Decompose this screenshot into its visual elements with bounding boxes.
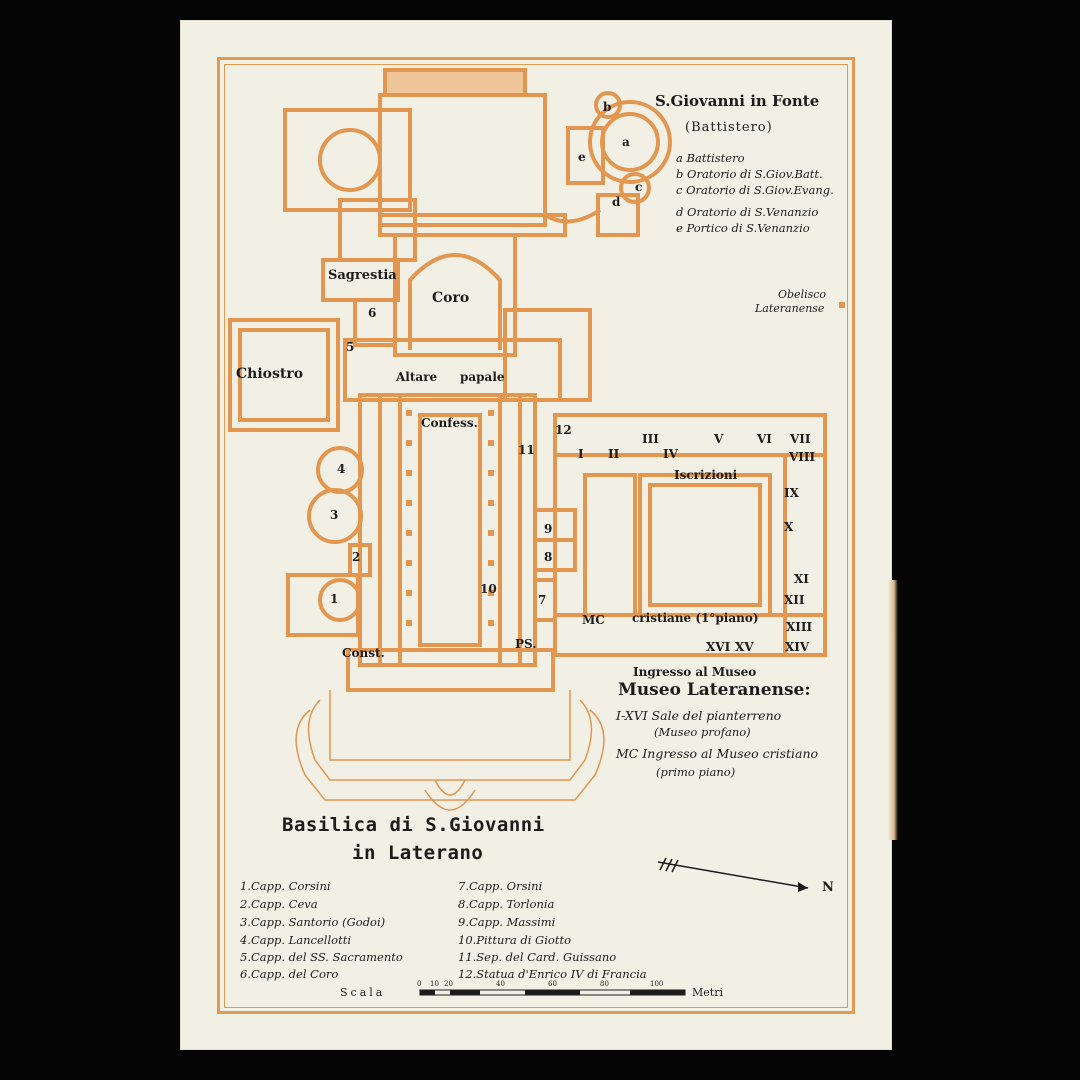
room-number: II bbox=[608, 447, 620, 461]
museo-line: I-XVI Sale del pianterreno bbox=[616, 708, 782, 723]
north-label: N bbox=[822, 880, 834, 895]
map-sheet: S.Giovanni in Fonte (Battistero) a Batti… bbox=[180, 20, 898, 1050]
room-number: XII bbox=[784, 593, 805, 607]
marker-d: d bbox=[612, 195, 621, 209]
label-chiostro: Chiostro bbox=[236, 366, 304, 382]
room-number: XIV bbox=[785, 640, 810, 654]
baptistery-item: c Oratorio di S.Giov.Evang. bbox=[676, 183, 834, 197]
map-frame-inner bbox=[224, 64, 848, 1008]
label-confess: Confess. bbox=[421, 416, 478, 430]
floor-plan bbox=[228, 68, 845, 996]
label-iscrizioni: Iscrizioni bbox=[674, 468, 738, 482]
chapel-number: 12 bbox=[555, 423, 572, 437]
chapel-number: 8 bbox=[544, 550, 553, 564]
room-number: I bbox=[578, 447, 584, 461]
room-number: VII bbox=[790, 432, 811, 446]
room-number: VI bbox=[757, 432, 772, 446]
legend-item: 12.Statua d'Enrico IV di Francia bbox=[458, 967, 647, 981]
legend-item: 1.Capp. Corsini bbox=[240, 879, 331, 893]
chapel-number: 11 bbox=[518, 443, 535, 457]
label-cristiane: cristiane (1°piano) bbox=[632, 611, 759, 625]
scale-tick: 40 bbox=[496, 980, 505, 988]
legend-item: 10.Pittura di Giotto bbox=[458, 933, 572, 947]
map-frame bbox=[217, 57, 855, 1014]
chapel-number: 3 bbox=[330, 508, 339, 522]
room-number: V bbox=[714, 432, 724, 446]
page-title: Basilica di S.Giovanni bbox=[282, 814, 545, 836]
baptistery-item: b Oratorio di S.Giov.Batt. bbox=[676, 167, 823, 181]
label-const: Const. bbox=[342, 646, 385, 660]
scale-tick: 20 bbox=[444, 980, 453, 988]
baptistery-item: a Battistero bbox=[676, 151, 745, 165]
chapel-number: 10 bbox=[480, 582, 497, 596]
legend-item: 11.Sep. del Card. Guissano bbox=[458, 950, 617, 964]
baptistery-item: e Portico di S.Venanzio bbox=[676, 221, 810, 235]
label-altare: Altare bbox=[396, 370, 438, 384]
label-ps: PS. bbox=[515, 637, 537, 651]
label-mc: MC bbox=[582, 613, 605, 627]
room-number: X bbox=[784, 520, 794, 534]
page-subtitle: in Laterano bbox=[352, 842, 484, 864]
baptistery-title: S.Giovanni in Fonte bbox=[655, 92, 820, 110]
chapel-number: 6 bbox=[368, 306, 377, 320]
legend-item: 3.Capp. Santorio (Godoi) bbox=[240, 915, 386, 929]
marker-b: b bbox=[603, 100, 612, 114]
legend-item: 2.Capp. Ceva bbox=[240, 897, 318, 911]
label-sagrestia: Sagrestia bbox=[328, 268, 397, 283]
marker-e: e bbox=[578, 150, 586, 164]
legend-item: 7.Capp. Orsini bbox=[458, 879, 543, 893]
room-number: IX bbox=[784, 486, 799, 500]
scale-tick: 100 bbox=[650, 980, 664, 988]
marker-a: a bbox=[622, 135, 630, 149]
legend-item: 8.Capp. Torlonia bbox=[458, 897, 555, 911]
chapel-number: 1 bbox=[330, 592, 339, 606]
marker-c: c bbox=[635, 180, 643, 194]
museo-line: MC Ingresso al Museo cristiano bbox=[616, 746, 819, 761]
scale-tick: 80 bbox=[600, 980, 609, 988]
scale-tick: 10 bbox=[430, 980, 439, 988]
label-papale: papale bbox=[460, 370, 505, 384]
baptistery-subtitle: (Battistero) bbox=[685, 120, 773, 135]
legend-item: 5.Capp. del SS. Sacramento bbox=[240, 950, 403, 964]
chapel-number: 5 bbox=[346, 340, 355, 354]
room-number: IV bbox=[663, 447, 678, 461]
chapel-number: 9 bbox=[544, 522, 553, 536]
label-ingresso: Ingresso al Museo bbox=[633, 665, 757, 679]
museo-title: Museo Lateranense: bbox=[618, 680, 811, 700]
scale-unit: Metri bbox=[692, 986, 723, 999]
baptistery-item: d Oratorio di S.Venanzio bbox=[676, 205, 819, 219]
museo-line: (Museo profano) bbox=[654, 725, 751, 739]
legend-item: 4.Capp. Lancellotti bbox=[240, 933, 352, 947]
room-number: XVI bbox=[706, 640, 731, 654]
room-number: XI bbox=[794, 572, 809, 586]
obelisk-label: Obelisco bbox=[778, 288, 827, 301]
room-number: XV bbox=[735, 640, 754, 654]
scale-label: Scala bbox=[340, 986, 386, 999]
room-number: III bbox=[642, 432, 659, 446]
label-coro: Coro bbox=[432, 290, 470, 306]
museo-line: (primo piano) bbox=[656, 765, 736, 779]
chapel-number: 2 bbox=[352, 550, 361, 564]
scale-tick: 0 bbox=[417, 980, 422, 988]
room-number: VIII bbox=[789, 450, 816, 464]
legend-item: 6.Capp. del Coro bbox=[240, 967, 339, 981]
chapel-number: 4 bbox=[337, 462, 346, 476]
room-number: XIII bbox=[786, 620, 813, 634]
obelisk-label: Lateranense bbox=[755, 302, 825, 315]
chapel-number: 7 bbox=[538, 593, 547, 607]
legend-item: 9.Capp. Massimi bbox=[458, 915, 556, 929]
scale-tick: 60 bbox=[548, 980, 557, 988]
